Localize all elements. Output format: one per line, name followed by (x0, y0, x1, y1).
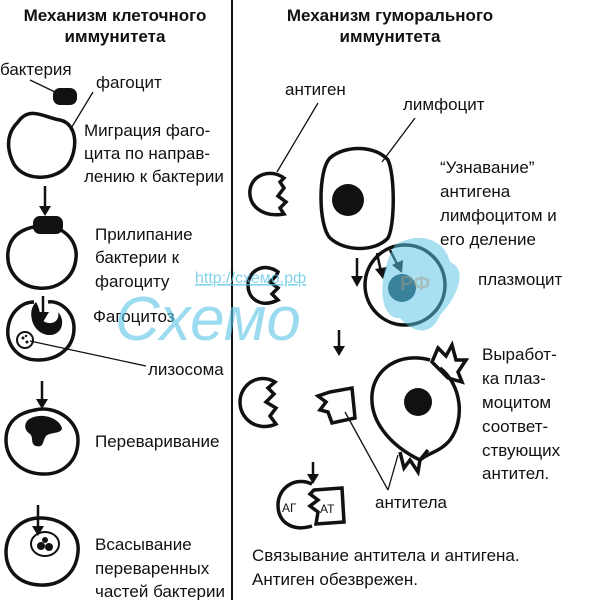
arrow-down-icon (333, 330, 345, 356)
left-title-line2: иммунитета (65, 27, 166, 46)
watermark-logo: Схемо (115, 285, 301, 354)
lymphocyte-nucleus (332, 184, 364, 216)
watermark-url: http://схемо.рф (195, 270, 306, 287)
label-at: АТ (320, 502, 335, 516)
label-plasmocyte: плазмоцит (478, 270, 563, 289)
step4-label: Переваривание (95, 432, 219, 451)
antigen-shape (238, 376, 279, 429)
label-bacterium: бактерия (0, 60, 72, 79)
watermark: http://схемо.рф Схемо РФ (115, 237, 460, 354)
antibody-shape (314, 385, 357, 426)
arrow-down-icon (307, 462, 319, 484)
production-line6: антител. (482, 464, 549, 483)
recognition-line3: лимфоцитом и (440, 206, 557, 225)
step5-line3: частей бактерии (95, 582, 225, 600)
phagocyte-cell-phagocytosis (6, 300, 76, 362)
label-antigen: антиген (285, 80, 346, 99)
antigen-shape (246, 265, 281, 305)
step1-line3: лению к бактерии (84, 167, 224, 186)
bacterium-pointer (29, 79, 56, 93)
bacterium-shape (53, 88, 77, 105)
step1-line1: Миграция фаго- (84, 121, 210, 140)
antibody-protrusion (398, 448, 430, 477)
lymphocyte-cell (319, 146, 395, 251)
recognition-line2: антигена (440, 182, 511, 201)
recognition-line1: “Узнавание” (440, 158, 535, 177)
step5-line1: Всасывание (95, 535, 192, 554)
label-phagocyte: фагоцит (96, 73, 162, 92)
lysosome-shape (16, 331, 34, 349)
phagocyte-cell-migration (6, 111, 77, 179)
production-line2: ка плаз- (482, 369, 546, 388)
step3-label: Фагоцитоз (93, 307, 175, 326)
right-title-line2: иммунитета (340, 27, 441, 46)
production-line3: моцитом (482, 393, 551, 412)
phagocyte-pointer (69, 91, 94, 131)
bacterium-attached (33, 216, 63, 234)
left-title-line1: Механизм клеточного (24, 6, 207, 25)
antibody-bound (307, 486, 346, 526)
step1-line2: цита по направ- (84, 144, 210, 163)
phagocyte-cell-absorption (4, 516, 80, 587)
lymphocyte-pointer (381, 117, 416, 163)
step2-line3: фагоциту (95, 272, 170, 291)
arrow-down-icon (36, 381, 48, 409)
watermark-badge: РФ (400, 273, 430, 295)
production-line1: Выработ- (482, 345, 557, 364)
step2-line2: бактерии к (95, 248, 180, 267)
engulfed-bacterium (31, 302, 63, 336)
arrow-down-icon (39, 186, 51, 216)
label-antibodies: антитела (375, 493, 448, 512)
production-line5: ствующих (482, 441, 561, 460)
binding-line1: Связывание антитела и антигена. (252, 546, 520, 565)
antibodies-pointer (387, 454, 399, 491)
right-title-line1: Механизм гуморального (287, 6, 493, 25)
antibody-protrusion (429, 340, 470, 385)
binding-line2: Антиген обезврежен. (252, 570, 418, 589)
label-lysosome: лизосома (148, 360, 224, 379)
production-line4: соответ- (482, 417, 548, 436)
antibodies-pointer (344, 411, 389, 491)
antigen-bound (276, 479, 313, 530)
phagocyte-cell-digestion (4, 407, 80, 476)
step5-line2: переваренных (95, 559, 210, 578)
plasmocyte-nucleus (404, 388, 432, 416)
recognition-line4: его деление (440, 230, 536, 249)
phagocyte-cell-adhesion (6, 224, 78, 290)
digested-bacterium (25, 415, 62, 447)
lysosome-pointer (29, 340, 147, 367)
antigen-pointer (276, 102, 319, 173)
label-lymphocyte: лимфоцит (403, 95, 485, 114)
watermark-blob (382, 237, 460, 331)
antigen-shape (248, 171, 289, 217)
label-ag: АГ (282, 501, 297, 515)
step2-line1: Прилипание (95, 225, 193, 244)
